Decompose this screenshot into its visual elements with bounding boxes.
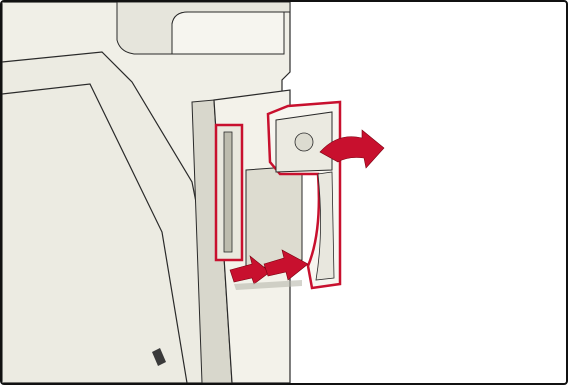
cover-hinge-knob: [295, 133, 313, 151]
cover-recess: [246, 166, 302, 270]
jam-slot-inner: [224, 132, 232, 252]
printer-top-ridge: [172, 12, 284, 54]
